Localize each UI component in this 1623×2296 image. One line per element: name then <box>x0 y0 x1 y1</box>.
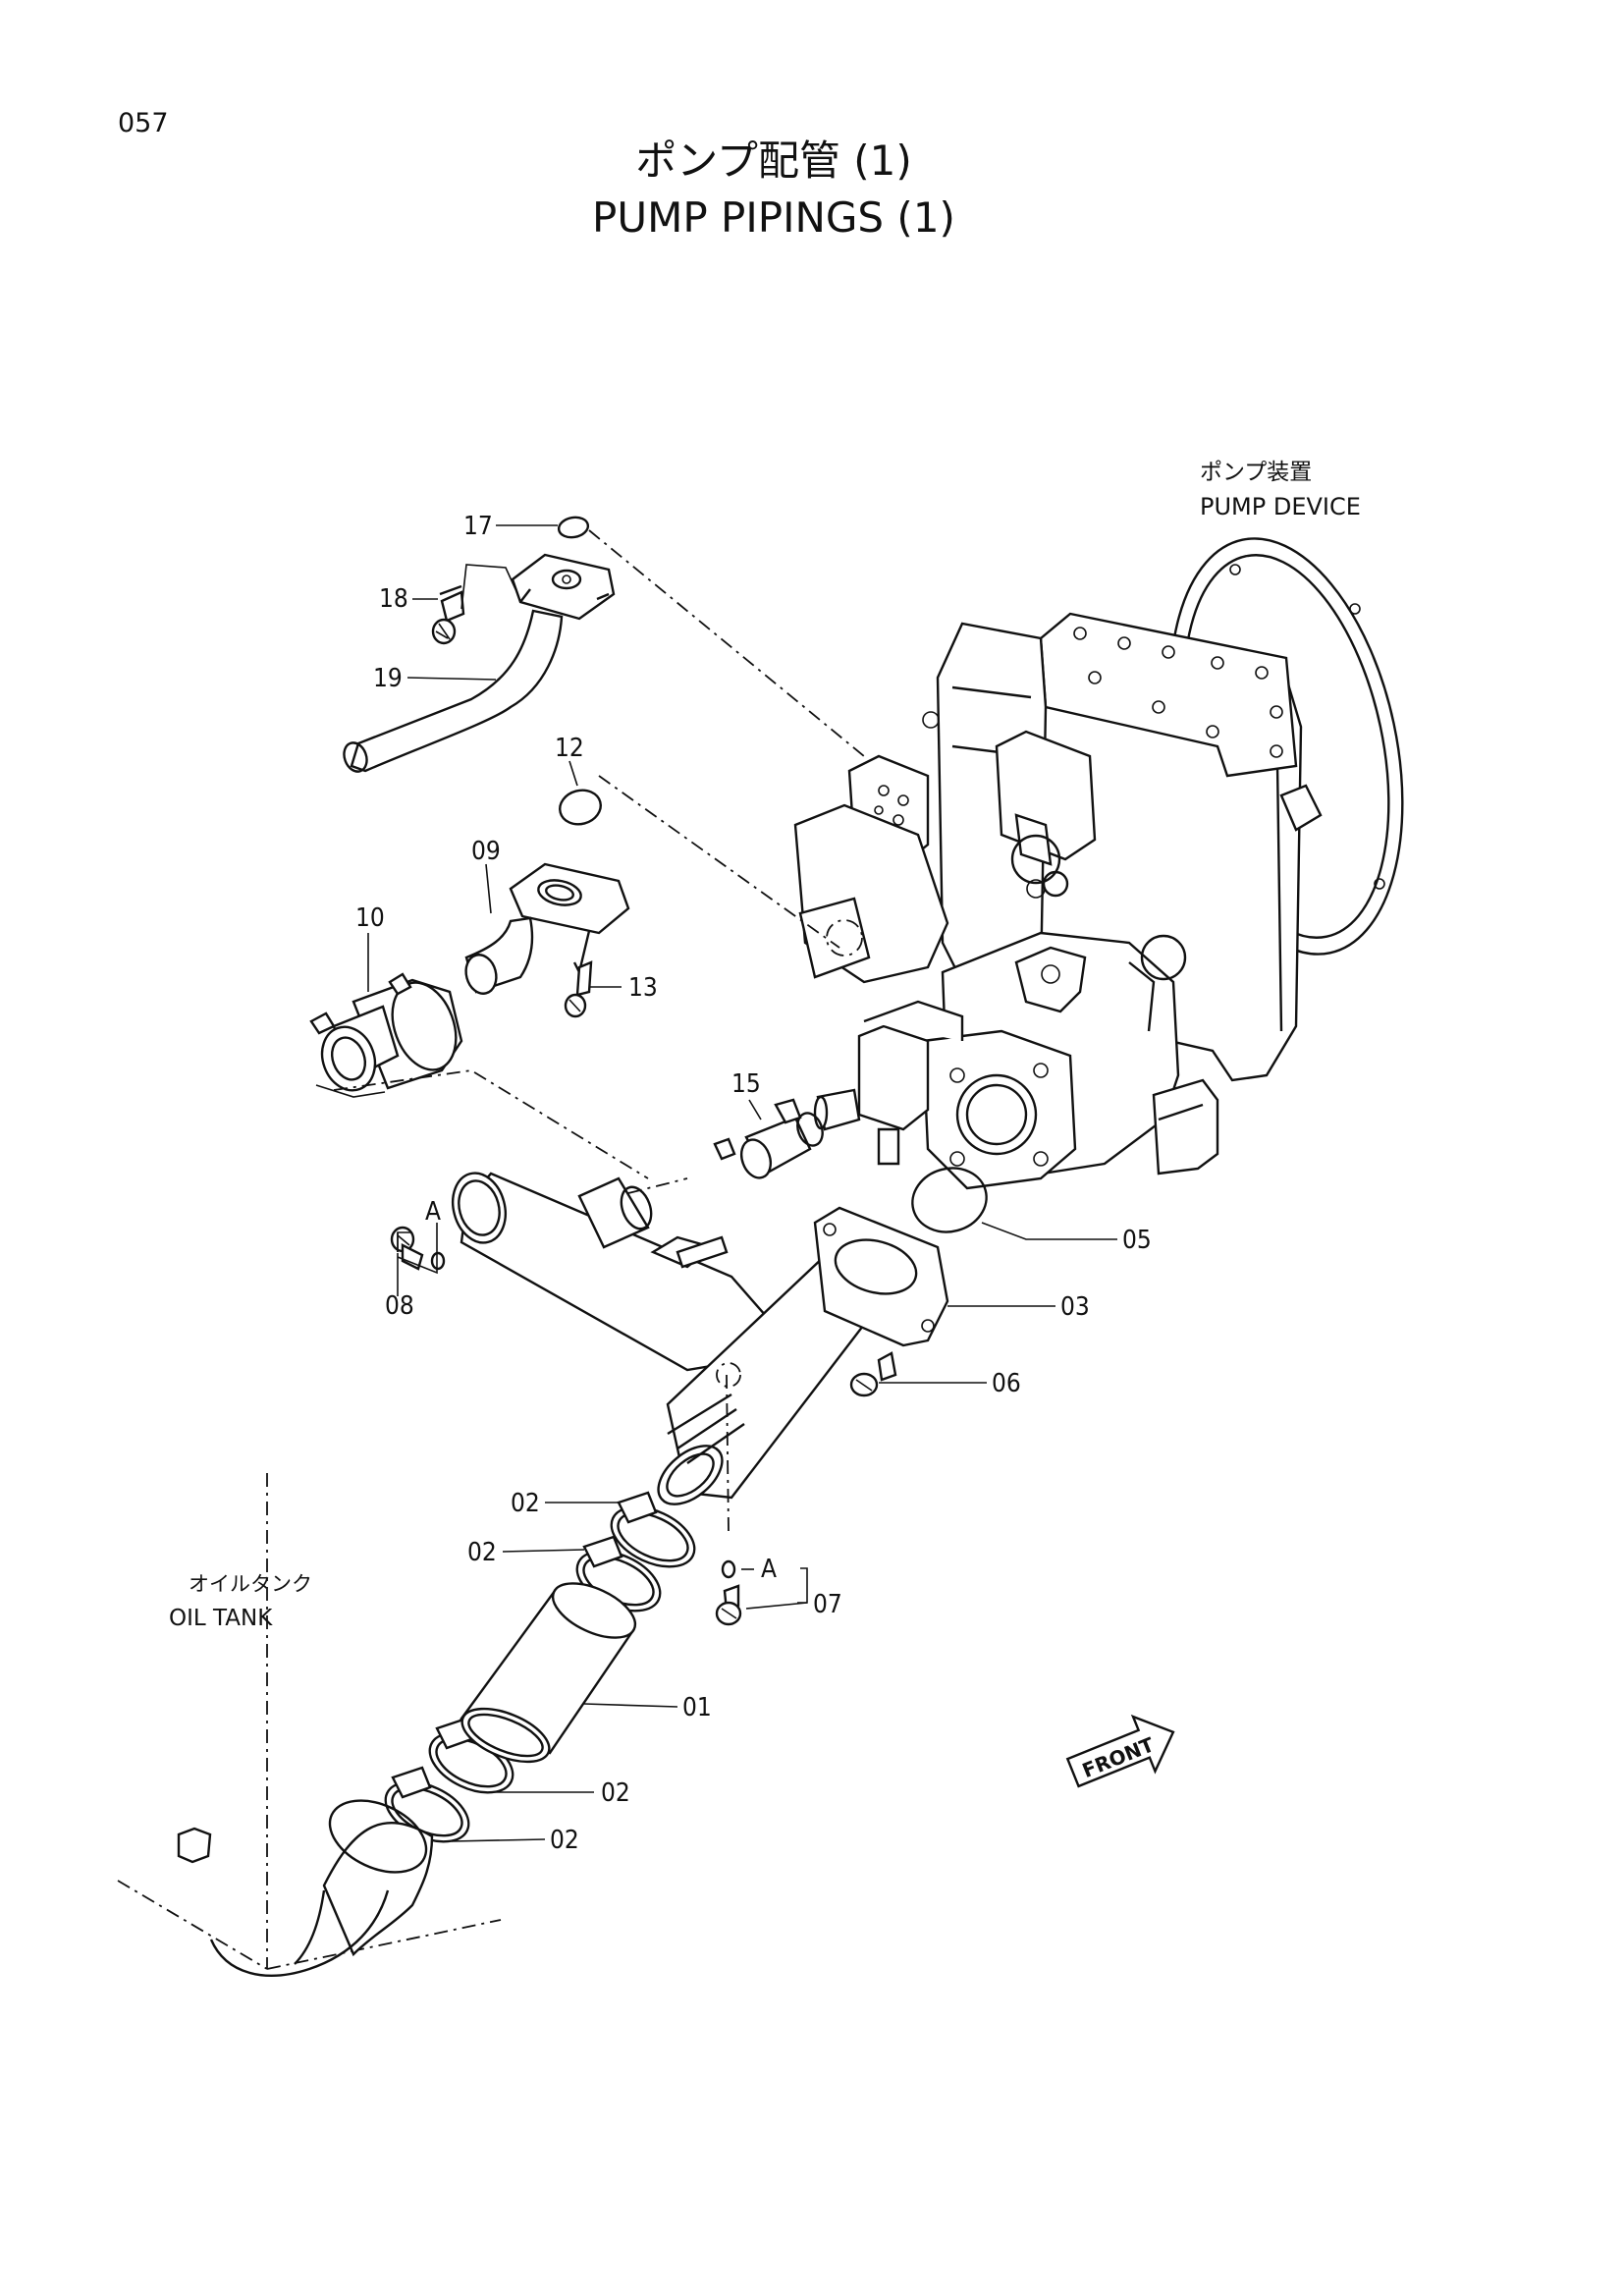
front-direction-arrow: FRONT <box>1065 1714 1175 1788</box>
part-09-elbow <box>464 862 630 995</box>
callout-09: 09 <box>471 837 501 866</box>
pump-device-label-en: PUMP DEVICE <box>1200 493 1361 520</box>
pump-device-drawing <box>793 537 1404 1190</box>
part-03-suction-pipe <box>452 1172 949 1533</box>
callout-01: 01 <box>682 1693 712 1722</box>
oil-tank-label-en: OIL TANK <box>169 1606 273 1631</box>
title-english: PUMP PIPINGS (1) <box>592 193 955 242</box>
callout-02-a: 02 <box>511 1489 540 1518</box>
callout-07: 07 <box>813 1590 842 1619</box>
part-10-hose <box>309 972 463 1098</box>
part-17-oring <box>557 516 590 539</box>
callout-05: 05 <box>1122 1226 1152 1255</box>
part-15-hose <box>713 1098 824 1179</box>
callout-12: 12 <box>555 734 584 763</box>
callout-18: 18 <box>379 584 408 614</box>
callout-15: 15 <box>731 1069 761 1099</box>
callout-19: 19 <box>373 664 403 693</box>
part-12-oring <box>559 789 602 826</box>
oil-tank-drawing <box>117 1473 502 1977</box>
detail-marker-a-lower: A <box>761 1555 777 1584</box>
callout-10: 10 <box>355 903 385 933</box>
page-number: 057 <box>118 108 169 138</box>
callout-08: 08 <box>385 1291 414 1321</box>
callout-02-d: 02 <box>550 1826 579 1855</box>
callout-labels: 17 18 19 12 09 10 13 15 05 08 03 06 02 0… <box>355 512 1152 1855</box>
part-13-bolt <box>564 960 593 1018</box>
detail-marker-a-upper: A <box>425 1197 441 1227</box>
leader-lines <box>333 524 1117 1842</box>
callout-02-b: 02 <box>467 1538 497 1567</box>
part-02-clamp-upper-1 <box>610 1491 696 1568</box>
part-08-plug <box>390 1226 446 1271</box>
callout-03: 03 <box>1060 1292 1090 1322</box>
callout-17: 17 <box>463 512 493 541</box>
callout-13: 13 <box>628 973 658 1003</box>
oil-tank-label-jp: オイルタンク <box>189 1572 312 1596</box>
part-07-plug <box>715 1559 742 1626</box>
part-19-hose-flange <box>343 553 616 773</box>
callout-06: 06 <box>992 1369 1021 1398</box>
title-japanese: ポンプ配管 (1) <box>635 137 912 185</box>
part-05-oring <box>911 1167 988 1233</box>
part-18-bolt <box>431 584 465 645</box>
pump-device-label-jp: ポンプ装置 <box>1200 460 1312 485</box>
part-06-bolt <box>849 1351 897 1397</box>
part-01-hose <box>460 1582 637 1764</box>
callout-02-c: 02 <box>601 1778 630 1808</box>
